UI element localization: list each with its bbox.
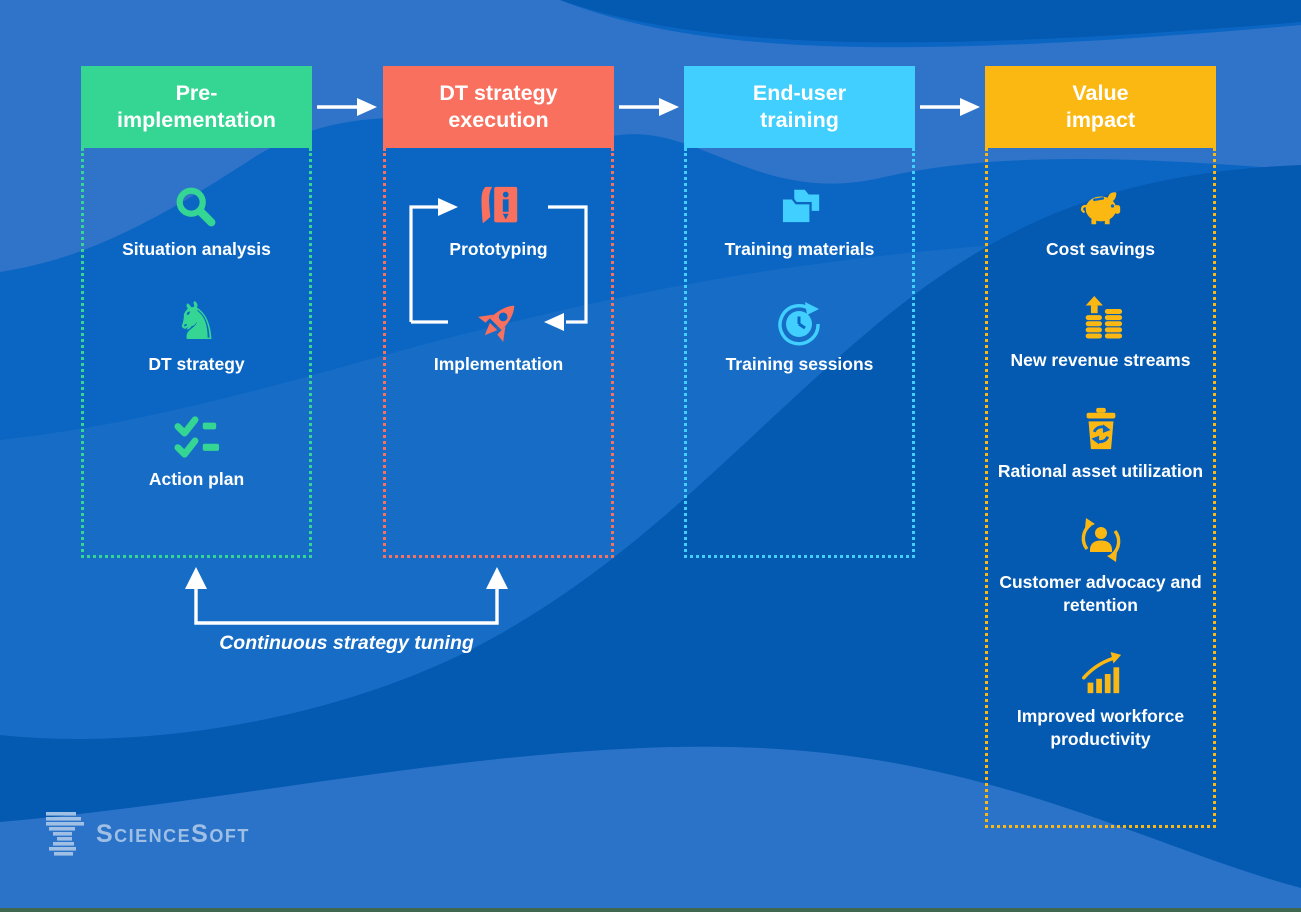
column-dt-strategy-execution: DT strategy execution xyxy=(383,66,614,558)
item-label: New revenue streams xyxy=(1010,350,1191,370)
column-value-impact: Value impact Cost savings xyxy=(985,66,1216,828)
checklist-icon xyxy=(173,414,221,460)
list-item: Rational asset utilization xyxy=(998,406,1203,483)
header-line: Pre- xyxy=(175,81,218,105)
chess-knight-icon: ♞ xyxy=(173,292,220,352)
item-label: Prototyping xyxy=(449,239,548,259)
item-label: Training materials xyxy=(724,239,875,259)
column-header-end-user-training: End-user training xyxy=(684,66,915,148)
search-icon xyxy=(173,184,219,230)
column-body-pre-implementation: Situation analysis ♞ DT strategy Act xyxy=(81,148,312,558)
feedback-loop-label: Continuous strategy tuning xyxy=(219,632,474,654)
piggy-bank-icon xyxy=(1076,184,1126,230)
growth-chart-icon xyxy=(1077,651,1125,697)
list-item: Training sessions xyxy=(725,299,874,376)
blueprint-pencil-icon xyxy=(476,184,522,230)
list-item: New revenue streams xyxy=(1010,295,1191,372)
column-pre-implementation: Pre- implementation Situation analysis ♞… xyxy=(81,66,312,558)
column-body-end-user-training: Training materials Training sessions xyxy=(684,148,915,558)
list-item: Customer advocacy and retention xyxy=(995,517,1207,617)
column-body-dt-strategy-execution: Prototyping Implementation xyxy=(383,148,614,558)
column-header-dt-strategy-execution: DT strategy execution xyxy=(383,66,614,148)
list-item: ♞ DT strategy xyxy=(148,292,245,376)
bottom-edge-strip xyxy=(0,908,1301,912)
logo-text: ScienceSoft xyxy=(96,819,250,848)
sciencesoft-logo: ScienceSoft xyxy=(45,812,250,856)
header-line: Value xyxy=(1072,81,1129,105)
list-item: Situation analysis xyxy=(122,184,271,261)
list-item: Improved workforce productivity xyxy=(995,651,1207,751)
item-label: Customer advocacy and retention xyxy=(999,572,1202,615)
item-label: Implementation xyxy=(433,354,564,374)
folders-icon xyxy=(777,184,823,230)
column-end-user-training: End-user training Training materials xyxy=(684,66,915,558)
item-label: Action plan xyxy=(148,469,245,489)
list-item: Prototyping xyxy=(449,184,548,261)
coin-stacks-icon xyxy=(1077,295,1125,341)
item-label: DT strategy xyxy=(148,354,245,374)
logo-mark xyxy=(46,812,84,856)
customer-cycle-icon xyxy=(1077,517,1125,563)
feedback-loop-arrow xyxy=(185,567,508,625)
list-item: Cost savings xyxy=(1046,184,1155,261)
header-line: execution xyxy=(448,108,549,132)
flow-arrow-2 xyxy=(619,98,679,116)
recycle-bin-icon xyxy=(1078,406,1124,452)
header-line: End-user xyxy=(752,81,847,105)
item-label: Cost savings xyxy=(1046,239,1155,259)
header-line: impact xyxy=(1065,108,1136,132)
column-body-value-impact: Cost savings xyxy=(985,148,1216,828)
flow-arrow-3 xyxy=(920,98,980,116)
header-line: DT strategy xyxy=(439,81,558,105)
flow-arrow-1 xyxy=(317,98,377,116)
item-label: Improved workforce productivity xyxy=(1016,706,1185,749)
column-header-pre-implementation: Pre- implementation xyxy=(81,66,312,148)
list-item: Implementation xyxy=(434,299,563,376)
rocket-icon xyxy=(473,299,523,345)
list-item: Action plan xyxy=(149,414,244,491)
item-label: Training sessions xyxy=(725,354,874,374)
header-line: implementation xyxy=(117,108,276,132)
column-header-value-impact: Value impact xyxy=(985,66,1216,148)
item-label: Rational asset utilization xyxy=(997,461,1204,481)
item-label: Situation analysis xyxy=(122,239,271,259)
clock-refresh-icon xyxy=(775,299,823,346)
header-line: training xyxy=(760,108,839,132)
list-item: Training materials xyxy=(724,184,875,261)
